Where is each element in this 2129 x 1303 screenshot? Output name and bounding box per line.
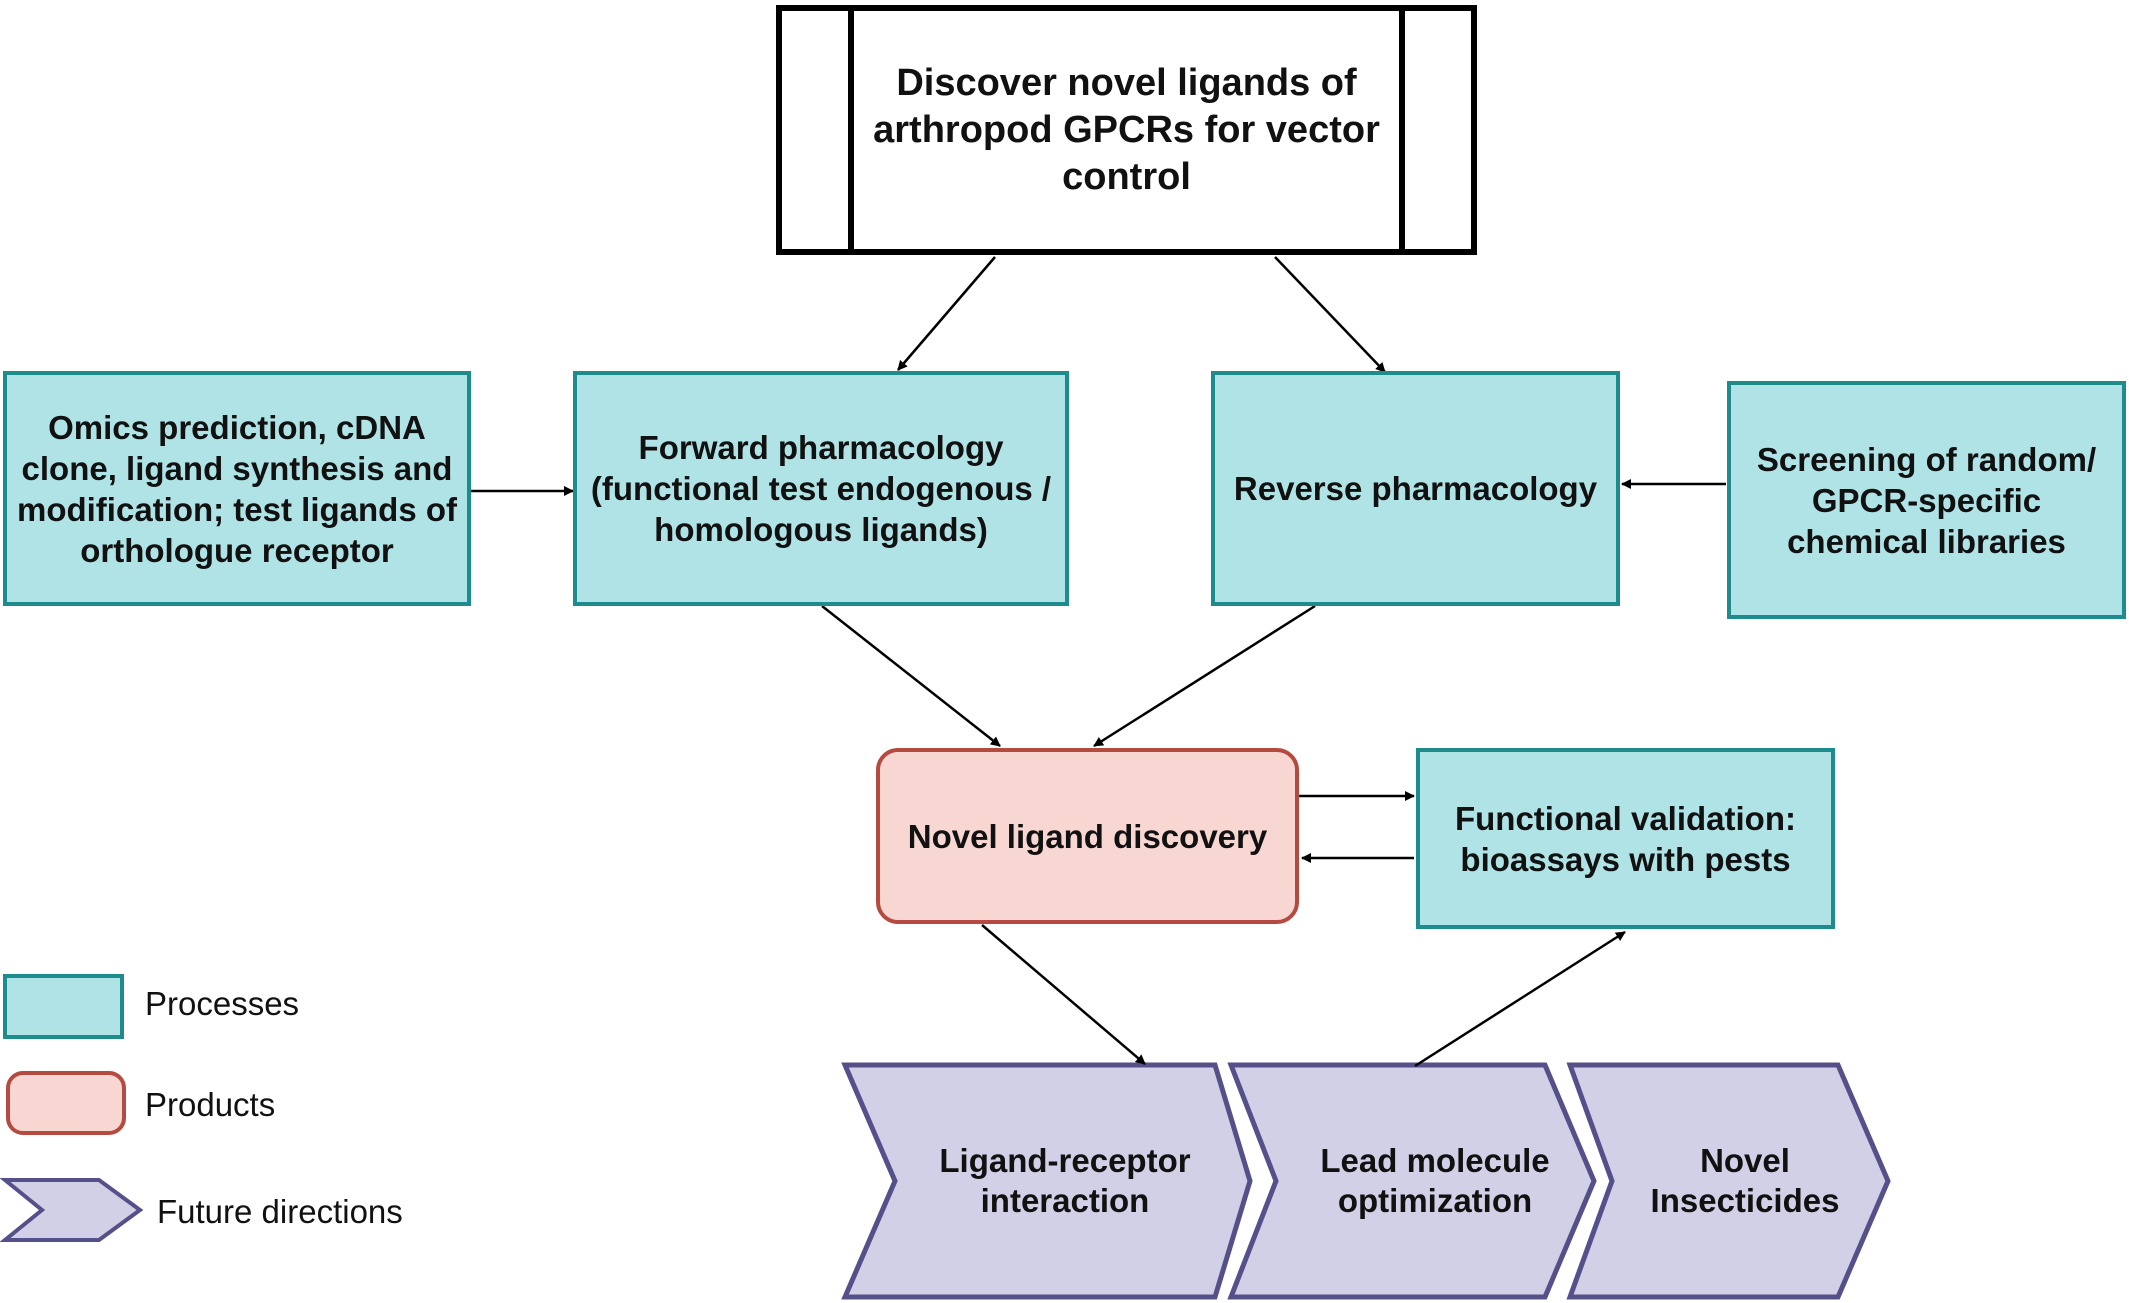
- arrow-novel-to-ligand-receptor: [981, 924, 1146, 1065]
- ligand-receptor-label-box: Ligand-receptor interaction: [915, 1121, 1215, 1241]
- goal-box-left-bar: [848, 11, 854, 249]
- arrow-goal-to-reverse: [1274, 256, 1386, 373]
- arrow-lead-to-functional: [1414, 930, 1626, 1068]
- legend-swatch-products: [6, 1071, 126, 1135]
- forward-pharmacology-label: Forward pharmacology (functional test en…: [590, 429, 1052, 548]
- novel-ligand-discovery-label: Novel ligand discovery: [907, 817, 1268, 855]
- legend-products-label: Products: [145, 1086, 276, 1123]
- functional-validation-box: Functional validation: bioassays with pe…: [1416, 748, 1835, 929]
- lead-molecule-label: Lead molecule optimization: [1320, 1142, 1550, 1219]
- legend-processes-label: Processes: [145, 985, 300, 1022]
- screening-label: Screening of random/ GPCR-specific chemi…: [1756, 440, 2097, 560]
- goal-label: Discover novel ligands of arthropod GPCR…: [873, 61, 1380, 198]
- functional-validation-label: Functional validation: bioassays with pe…: [1454, 799, 1796, 878]
- legend-swatch-future: [0, 1178, 144, 1242]
- legend-future-directions-label: Future directions: [157, 1193, 403, 1230]
- arrow-reverse-to-novel: [1093, 604, 1316, 748]
- arrow-forward-to-novel: [821, 605, 1001, 747]
- chevron-insecticides: [1566, 1062, 1891, 1300]
- novel-ligand-discovery-box: Novel ligand discovery: [876, 748, 1299, 924]
- screening-box: Screening of random/ GPCR-specific chemi…: [1727, 381, 2126, 619]
- arrow-goal-to-forward: [897, 256, 996, 371]
- reverse-pharmacology-label: Reverse pharmacology: [1233, 470, 1598, 507]
- goal-box-right-bar: [1399, 11, 1405, 249]
- forward-pharmacology-box: Forward pharmacology (functional test en…: [573, 371, 1069, 606]
- omics-prediction-box: Omics prediction, cDNA clone, ligand syn…: [3, 371, 471, 606]
- insecticides-label-box: Novel Insecticides: [1625, 1121, 1865, 1241]
- goal-box: Discover novel ligands of arthropod GPCR…: [776, 5, 1477, 255]
- legend-swatch-processes: [3, 974, 124, 1039]
- reverse-pharmacology-box: Reverse pharmacology: [1211, 371, 1620, 606]
- ligand-receptor-label: Ligand-receptor interaction: [939, 1142, 1191, 1219]
- omics-prediction-label: Omics prediction, cDNA clone, ligand syn…: [16, 408, 457, 569]
- lead-molecule-label-box: Lead molecule optimization: [1290, 1121, 1580, 1241]
- insecticides-label: Novel Insecticides: [1650, 1142, 1840, 1219]
- chevron-ligand-receptor: [841, 1062, 1253, 1300]
- chevron-lead-molecule: [1227, 1062, 1597, 1300]
